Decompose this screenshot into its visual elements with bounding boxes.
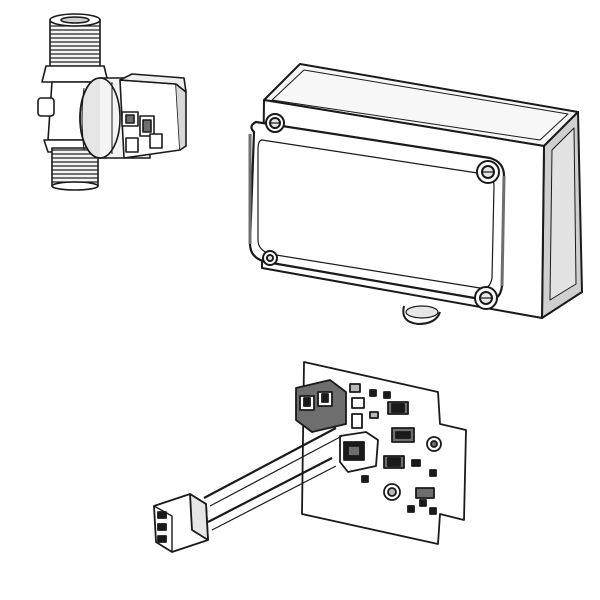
pcb-component xyxy=(351,397,365,409)
connector-plug-icon xyxy=(153,427,343,553)
cable-wire xyxy=(207,457,333,523)
enclosure-screw-icon xyxy=(265,113,285,133)
pcb-icon xyxy=(295,361,467,545)
enclosure-screw-icon xyxy=(476,160,500,184)
pcb-chip xyxy=(415,487,435,499)
cable-wire xyxy=(203,427,337,499)
enclosure-box-icon xyxy=(248,63,583,325)
pcb-component xyxy=(349,383,361,393)
enclosure-screw-icon xyxy=(262,250,278,266)
pcb-terminal-block xyxy=(295,379,347,433)
valve-side-port xyxy=(37,97,55,117)
valve-bottom-thread xyxy=(51,147,99,187)
valve-top-thread xyxy=(49,19,101,69)
cable-connector xyxy=(153,493,209,553)
pcb-relay xyxy=(339,431,379,473)
solenoid-valve-icon xyxy=(37,13,187,191)
enclosure-screw-icon xyxy=(474,286,498,310)
